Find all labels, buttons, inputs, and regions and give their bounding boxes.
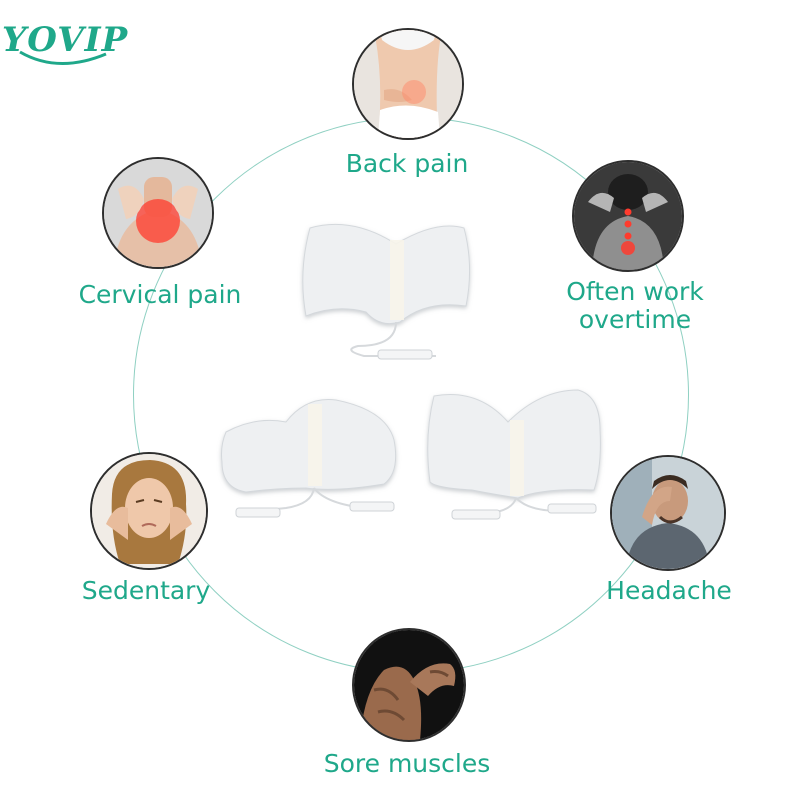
- electrode-pad-medium: [427, 389, 601, 520]
- logo-swoosh-icon: [19, 50, 107, 65]
- overtime-caption-line1: Often work: [566, 277, 704, 306]
- brand-logo: YOVIP: [0, 8, 140, 68]
- headache-caption: Headache: [606, 576, 732, 605]
- sore-muscles-image: [352, 628, 466, 742]
- overtime-caption-line2: overtime: [578, 305, 692, 334]
- sore-muscles-caption: Sore muscles: [323, 749, 491, 778]
- overtime-caption: Often work overtime: [550, 278, 720, 334]
- overtime-image: [572, 160, 684, 272]
- electrode-pad-small: [221, 398, 397, 518]
- sedentary-caption: Sedentary: [81, 576, 211, 605]
- back-pain-image: [352, 28, 464, 140]
- electrode-pad-large: [302, 223, 471, 360]
- headache-image: [610, 455, 726, 571]
- back-pain-caption: Back pain: [345, 149, 469, 178]
- cervical-pain-caption: Cervical pain: [78, 280, 242, 309]
- cervical-pain-image: [102, 157, 214, 269]
- sedentary-image: [90, 452, 208, 570]
